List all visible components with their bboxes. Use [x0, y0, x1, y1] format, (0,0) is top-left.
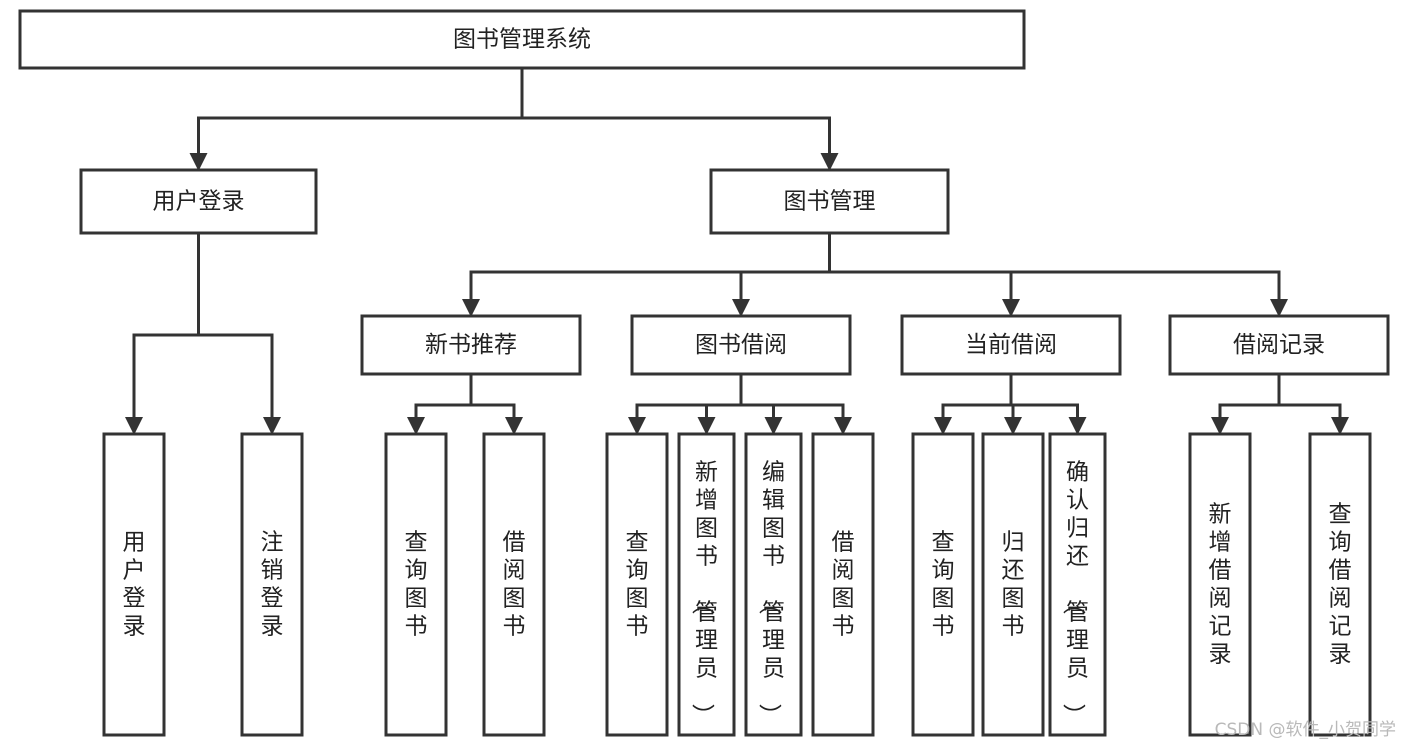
- connector-user-login-to-leaf-user-login: [125, 233, 200, 435]
- node-leaf-query-book-3[interactable]: 查询图书: [911, 432, 975, 737]
- connector-current-borrow-to-leaf-confirm-return: [1009, 374, 1087, 435]
- node-box-leaf-edit-book[interactable]: [744, 432, 803, 737]
- connector-root-to-user-login: [189, 68, 524, 171]
- node-label-leaf-edit-book: 编辑图书（管理员）: [756, 460, 785, 727]
- edge-layer: [125, 68, 1349, 435]
- node-label-leaf-add-record: 新增借阅记录: [1209, 502, 1232, 668]
- node-leaf-return-book[interactable]: 归还图书: [981, 432, 1045, 737]
- node-book-manage[interactable]: 图书管理: [709, 168, 950, 235]
- arrow-head-icon: [1270, 299, 1288, 317]
- node-label-leaf-return-book: 归还图书: [1002, 530, 1025, 640]
- arrow-head-icon: [1331, 417, 1349, 435]
- connector-borrow-record-to-leaf-add-record: [1211, 374, 1281, 435]
- arrow-head-icon: [764, 417, 783, 435]
- node-label-root: 图书管理系统: [453, 27, 591, 53]
- connector-new-book-rec-to-leaf-query-book-1: [407, 374, 473, 435]
- node-label-leaf-logout: 注销登录: [261, 530, 284, 640]
- node-box-new-book-rec[interactable]: [360, 314, 582, 376]
- node-label-leaf-borrow-book-1: 借阅图书: [503, 530, 526, 640]
- node-box-leaf-logout[interactable]: [240, 432, 304, 737]
- node-label-book-borrow: 图书借阅: [695, 332, 787, 358]
- node-box-leaf-add-record[interactable]: [1188, 432, 1252, 737]
- connector-current-borrow-to-leaf-query-book-3: [934, 374, 1013, 435]
- watermark-text: CSDN @软件_小贺同学: [1215, 720, 1396, 740]
- node-box-leaf-query-book-2[interactable]: [605, 432, 669, 737]
- node-box-leaf-borrow-book-1[interactable]: [482, 432, 546, 737]
- node-label-leaf-confirm-return: 确认归还（管理员）: [1060, 460, 1089, 727]
- node-leaf-borrow-book-2[interactable]: 借阅图书: [811, 432, 875, 737]
- arrow-head-icon: [189, 153, 208, 171]
- node-label-leaf-query-book-1: 查询图书: [405, 530, 428, 640]
- connector-book-manage-to-new-book-rec: [462, 233, 831, 317]
- node-box-book-borrow[interactable]: [630, 314, 852, 376]
- node-leaf-user-login[interactable]: 用户登录: [102, 432, 166, 737]
- arrow-head-icon: [407, 417, 425, 435]
- node-layer: 图书管理系统用户登录图书管理新书推荐图书借阅当前借阅借阅记录用户登录注销登录查询…: [18, 9, 1390, 737]
- node-root[interactable]: 图书管理系统: [18, 9, 1026, 70]
- node-borrow-record[interactable]: 借阅记录: [1168, 314, 1390, 376]
- node-leaf-query-book-1[interactable]: 查询图书: [384, 432, 448, 737]
- node-book-borrow[interactable]: 图书借阅: [630, 314, 852, 376]
- connector-book-manage-to-current-borrow: [828, 233, 1020, 317]
- arrow-head-icon: [820, 153, 839, 171]
- node-leaf-query-record[interactable]: 查询借阅记录: [1308, 432, 1372, 737]
- node-box-leaf-query-record[interactable]: [1308, 432, 1372, 737]
- node-current-borrow[interactable]: 当前借阅: [900, 314, 1122, 376]
- node-box-leaf-return-book[interactable]: [981, 432, 1045, 737]
- connector-user-login-to-leaf-logout: [197, 233, 281, 435]
- node-leaf-logout[interactable]: 注销登录: [240, 432, 304, 737]
- node-label-current-borrow: 当前借阅: [965, 332, 1057, 358]
- connector-root-to-book-manage: [520, 68, 839, 171]
- node-leaf-edit-book[interactable]: 编辑图书（管理员）: [744, 432, 803, 737]
- node-leaf-query-book-2[interactable]: 查询图书: [605, 432, 669, 737]
- node-label-leaf-query-book-2: 查询图书: [626, 530, 649, 640]
- node-box-leaf-query-book-1[interactable]: [384, 432, 448, 737]
- node-box-root[interactable]: [18, 9, 1026, 70]
- node-box-book-manage[interactable]: [709, 168, 950, 235]
- arrow-head-icon: [505, 417, 523, 435]
- node-box-borrow-record[interactable]: [1168, 314, 1390, 376]
- node-leaf-add-record[interactable]: 新增借阅记录: [1188, 432, 1252, 737]
- arrow-head-icon: [1068, 417, 1087, 435]
- arrow-head-icon: [263, 417, 281, 435]
- node-label-leaf-add-book: 新增图书（管理员）: [689, 460, 718, 727]
- connector-book-manage-to-borrow-record: [828, 233, 1288, 317]
- node-label-book-manage: 图书管理: [784, 189, 876, 215]
- node-label-leaf-query-book-3: 查询图书: [932, 530, 955, 640]
- node-label-new-book-rec: 新书推荐: [425, 332, 517, 358]
- arrow-head-icon: [1211, 417, 1229, 435]
- node-label-leaf-borrow-book-2: 借阅图书: [832, 530, 855, 640]
- node-box-leaf-add-book[interactable]: [677, 432, 736, 737]
- node-box-leaf-borrow-book-2[interactable]: [811, 432, 875, 737]
- node-leaf-borrow-book-1[interactable]: 借阅图书: [482, 432, 546, 737]
- arrow-head-icon: [934, 417, 952, 435]
- node-box-leaf-user-login[interactable]: [102, 432, 166, 737]
- node-label-leaf-query-record: 查询借阅记录: [1329, 502, 1352, 668]
- arrow-head-icon: [462, 299, 480, 317]
- node-leaf-add-book[interactable]: 新增图书（管理员）: [677, 432, 736, 737]
- connector-borrow-record-to-leaf-query-record: [1277, 374, 1349, 435]
- node-user-login[interactable]: 用户登录: [79, 168, 318, 235]
- connector-book-manage-to-book-borrow: [732, 233, 831, 317]
- arrow-head-icon: [834, 417, 852, 435]
- connector-book-borrow-to-leaf-borrow-book-2: [739, 374, 852, 435]
- node-box-leaf-query-book-3[interactable]: [911, 432, 975, 737]
- arrow-head-icon: [697, 417, 716, 435]
- node-label-leaf-user-login: 用户登录: [123, 530, 146, 640]
- node-box-user-login[interactable]: [79, 168, 318, 235]
- arrow-head-icon: [628, 417, 646, 435]
- node-box-leaf-confirm-return[interactable]: [1048, 432, 1107, 737]
- arrow-head-icon: [1002, 299, 1020, 317]
- node-leaf-confirm-return[interactable]: 确认归还（管理员）: [1048, 432, 1107, 737]
- node-new-book-rec[interactable]: 新书推荐: [360, 314, 582, 376]
- connector-new-book-rec-to-leaf-borrow-book-1: [469, 374, 523, 435]
- node-label-borrow-record: 借阅记录: [1233, 332, 1325, 358]
- arrow-head-icon: [1004, 417, 1022, 435]
- node-label-user-login: 用户登录: [153, 189, 245, 215]
- node-box-current-borrow[interactable]: [900, 314, 1122, 376]
- arrow-head-icon: [125, 417, 143, 435]
- arrow-head-icon: [732, 299, 750, 317]
